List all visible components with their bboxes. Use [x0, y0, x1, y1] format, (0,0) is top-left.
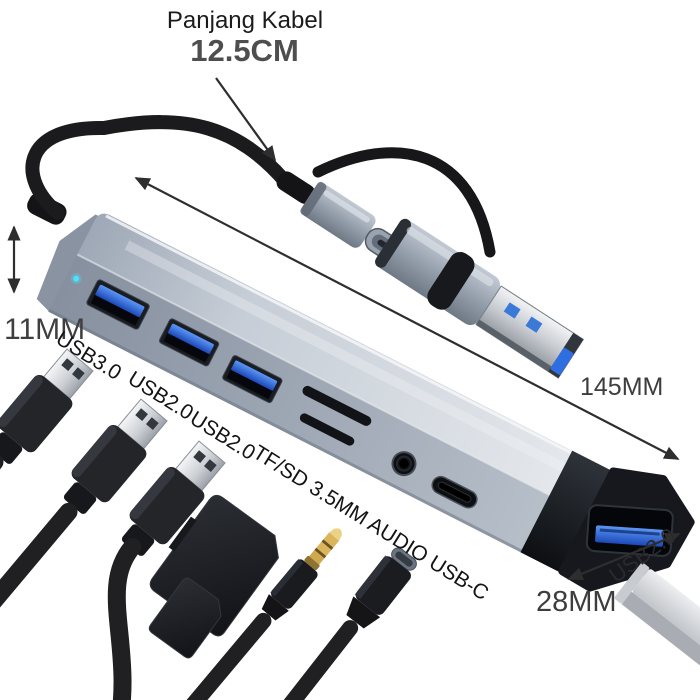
cable-length-arrow: [215, 77, 277, 162]
length-dimension-label: 145MM: [580, 373, 664, 401]
length-dimension-arrow: [134, 177, 680, 460]
hub-end-cap: [520, 450, 616, 574]
microsd-card: [148, 577, 222, 659]
usbc-port: [431, 475, 478, 509]
width-dimension-arrow: [567, 532, 681, 581]
usba-adapter: [375, 218, 585, 379]
width-dimension-label: 28MM: [536, 586, 617, 618]
usb-plug-2: [0, 398, 168, 700]
height-dimension-label: 11MM: [4, 313, 86, 346]
usbc-accessory-plug: [204, 547, 417, 700]
cable-length-label: Panjang Kabel: [166, 7, 324, 34]
usba-metal-connector: [475, 285, 585, 379]
cable-length-value: 12.5CM: [190, 33, 299, 68]
usb-plug-1: [0, 348, 94, 641]
hub-left-end: [36, 214, 100, 313]
usb3-port: [86, 279, 150, 330]
hub-cable: [25, 115, 291, 220]
audio-plug: [111, 528, 342, 700]
